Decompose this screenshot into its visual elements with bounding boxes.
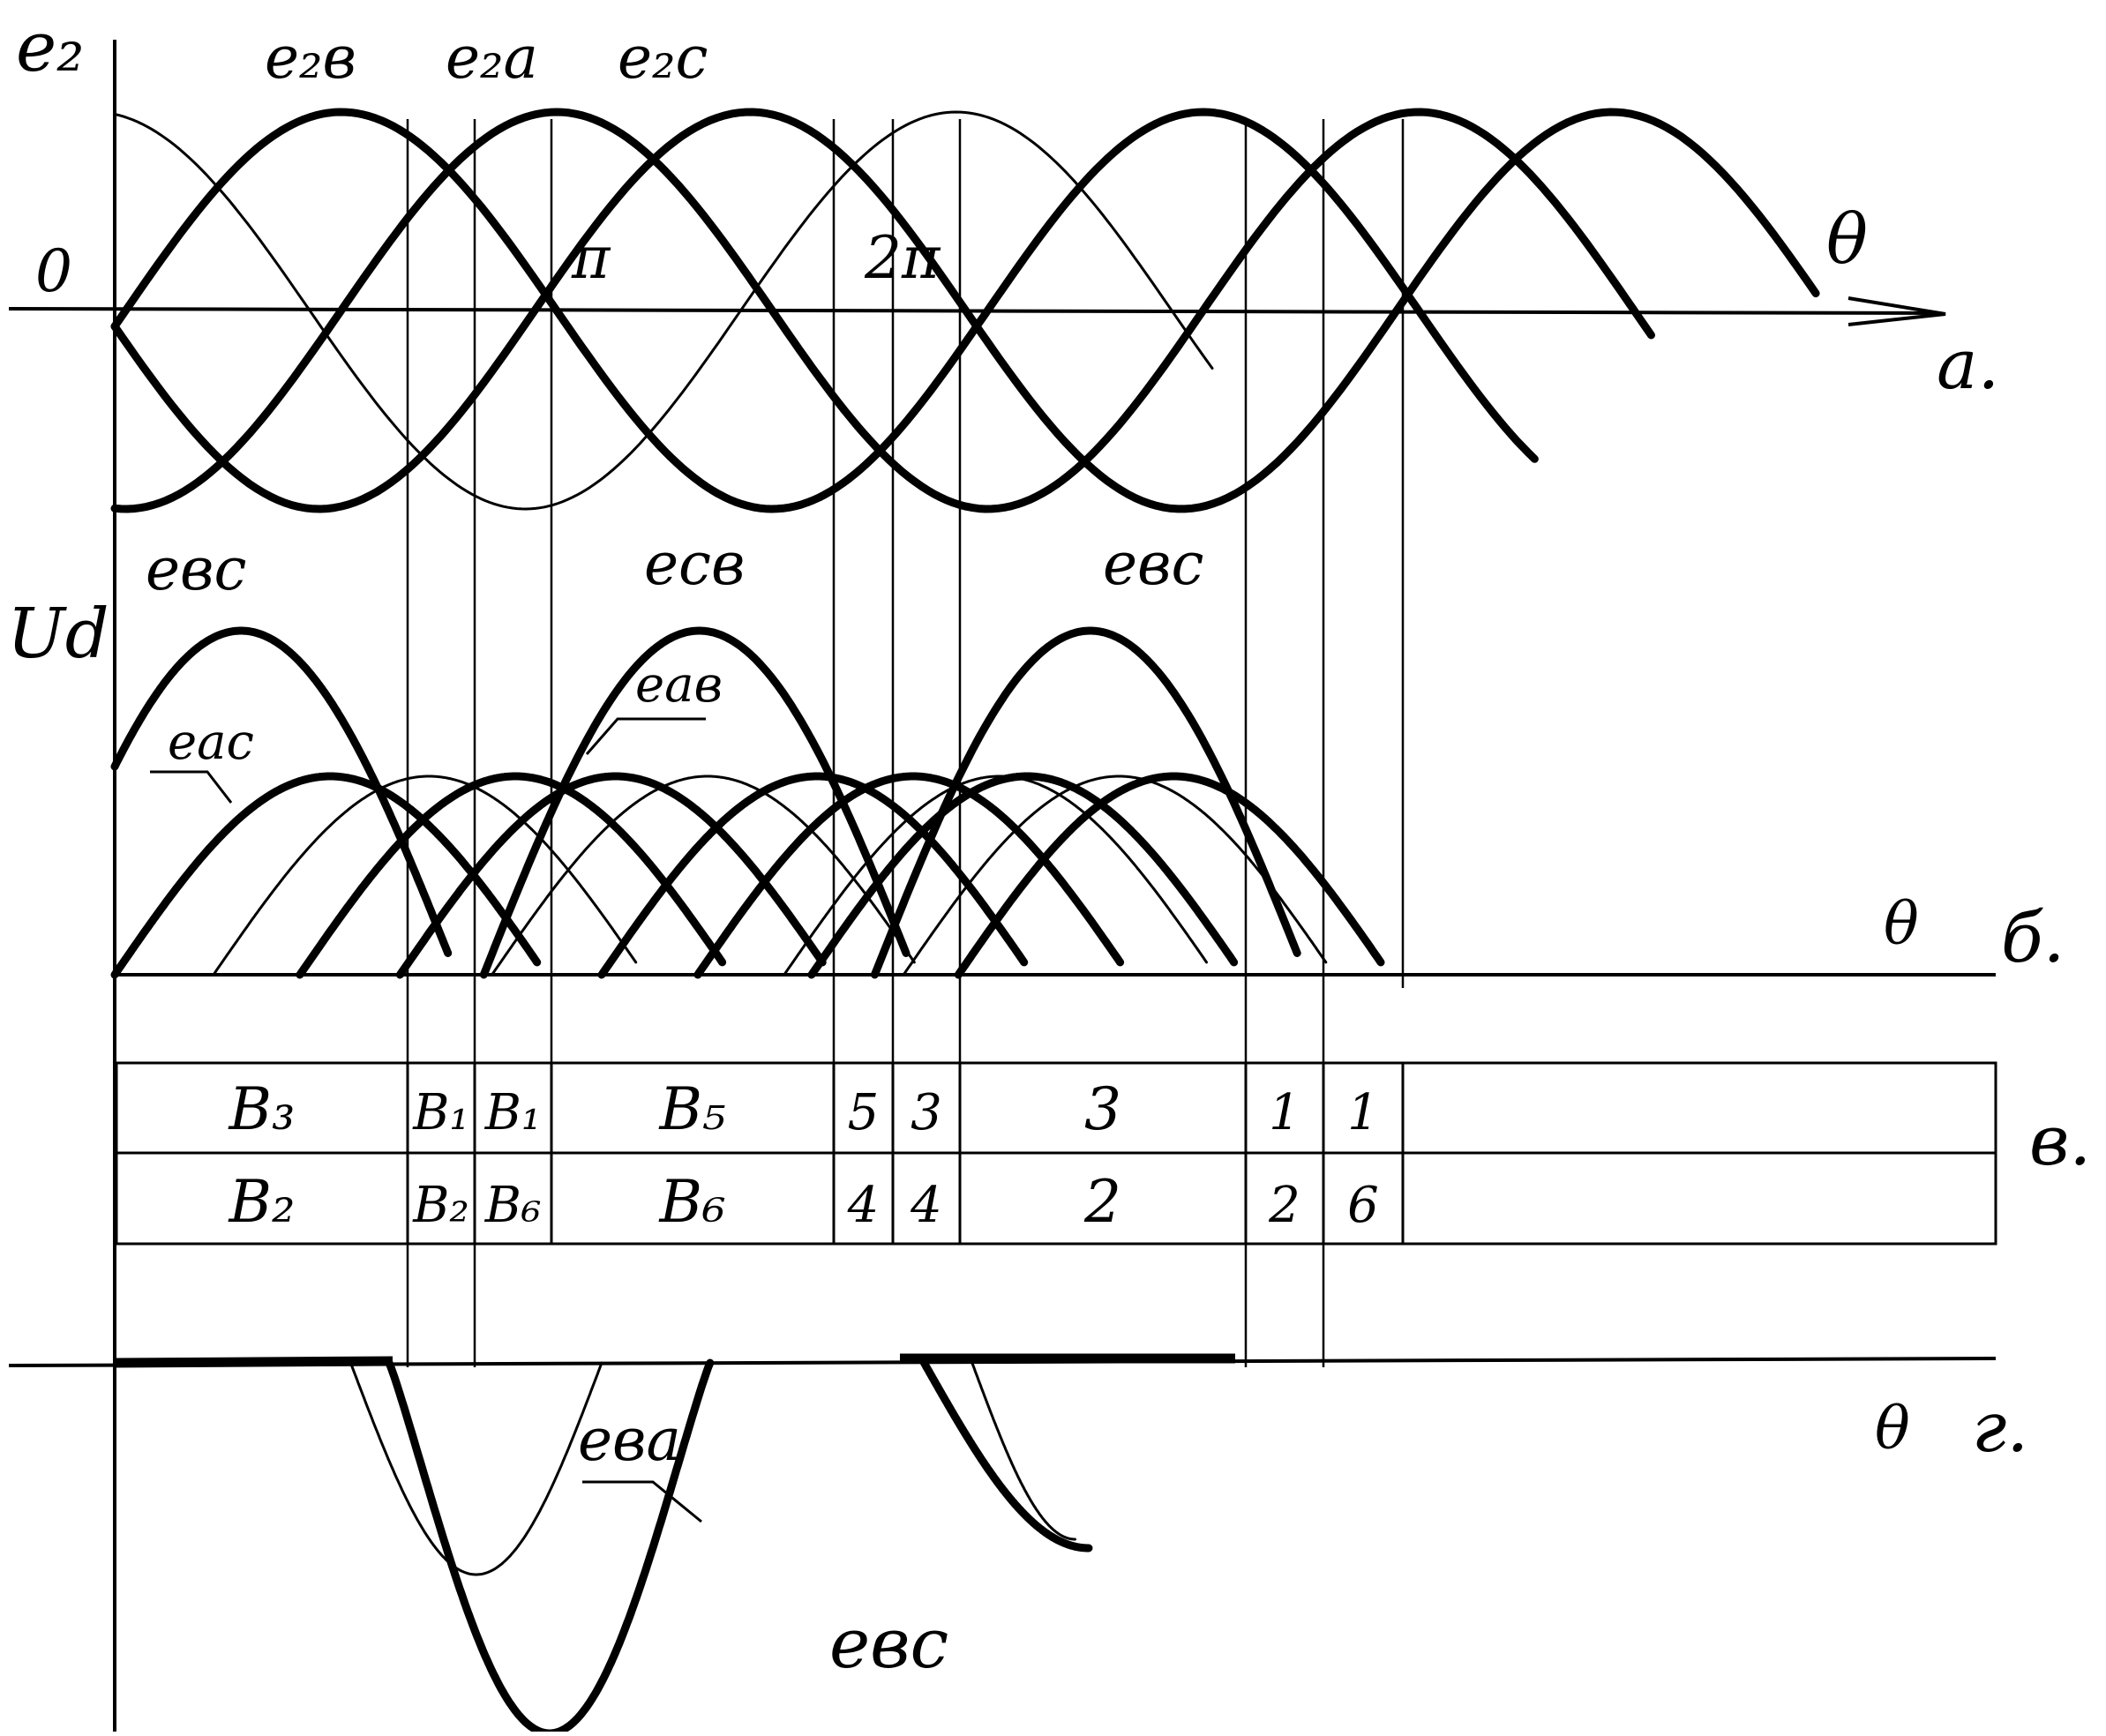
table-dividers <box>406 1063 1405 1244</box>
theta-axis-g <box>8 1357 1997 1367</box>
leader-eac <box>150 770 233 804</box>
table-top-cell-8: 1 <box>1269 1084 1300 1141</box>
theta-label-a: θ <box>1826 200 1868 280</box>
small-arch-2 <box>296 772 727 979</box>
label-ebc-right: eвc <box>1103 530 1203 598</box>
thin-arch-4 <box>902 774 1328 976</box>
small-arch-4 <box>597 772 1029 979</box>
table-top-cell-4: B₅ <box>659 1075 726 1143</box>
table-bottom-cell-9: 6 <box>1347 1177 1379 1234</box>
label-ebc-left: eвc <box>146 535 246 603</box>
theta-label-g: θ <box>1875 1395 1910 1463</box>
table-bottom-cell-4: B₆ <box>659 1168 726 1236</box>
table-bottom-cell-2: B₂ <box>412 1177 469 1234</box>
table-bottom-cell-3: B₆ <box>484 1177 542 1234</box>
table-top-cell-5: 5 <box>848 1084 880 1141</box>
thin-arch-1 <box>212 774 638 976</box>
label-eab: eaв <box>635 656 723 714</box>
label-e2b: e₂в <box>265 24 356 92</box>
valve-dip-eba <box>349 1361 603 1576</box>
small-arch-1 <box>110 772 542 979</box>
table-top-cell-1: B₃ <box>229 1075 296 1143</box>
label-eac: eac <box>168 714 254 771</box>
panel-letter-a: a. <box>1937 326 1999 405</box>
table-top-cell-6: 3 <box>911 1084 942 1141</box>
valve-tail-thin <box>971 1361 1076 1541</box>
panel-letter-b: б. <box>2001 899 2065 978</box>
small-arch-6 <box>807 772 1239 979</box>
thin-arch-2 <box>491 774 916 976</box>
label-ecb: ecв <box>644 530 745 598</box>
two-pi-label: 2π <box>864 224 941 292</box>
e2-axis-label: e₂ <box>16 8 84 87</box>
pi-label: π <box>571 224 611 292</box>
thin-arch-3 <box>783 774 1208 976</box>
table-bottom-cell-7: 2 <box>1083 1168 1121 1236</box>
reference-thin-curve <box>113 110 1214 511</box>
large-arch-2 <box>479 626 911 979</box>
valve-flat-1 <box>114 1356 393 1368</box>
phase-b-curve <box>110 108 1539 513</box>
small-arch-5 <box>693 772 1125 979</box>
label-ebc-bottom: eвc <box>829 1605 948 1684</box>
small-arch-3 <box>395 772 827 979</box>
ud-axis-label: Ud <box>7 595 109 674</box>
waveform-curves <box>110 108 1820 1736</box>
theta-axis-arrowhead <box>1847 296 1946 326</box>
table-top-cell-3: B₁ <box>484 1084 542 1141</box>
small-arch-7 <box>954 772 1385 979</box>
label-e2a: e₂a <box>446 24 538 92</box>
table-bottom-cell-6: 4 <box>910 1177 942 1234</box>
phase-a-curve <box>110 108 1655 513</box>
leader-eab <box>585 717 706 755</box>
label-eba: eвa <box>578 1406 681 1474</box>
theta-axis-a <box>8 307 1942 315</box>
label-e2c: e₂c <box>618 24 708 92</box>
table-bottom-cell-8: 2 <box>1268 1177 1300 1234</box>
table-top-cell-7: 3 <box>1084 1075 1121 1143</box>
table-top-cell-2: B₁ <box>412 1084 469 1141</box>
panel-letter-g: г. <box>1972 1388 2028 1468</box>
table-top-cell-9: 1 <box>1347 1084 1379 1141</box>
large-arch-1 <box>110 626 453 957</box>
zero-label: 0 <box>35 237 72 305</box>
panel-letter-v: в. <box>2029 1102 2091 1181</box>
table-bottom-cell-1: B₂ <box>229 1168 296 1236</box>
leader-eba <box>582 1480 702 1523</box>
valve-tail-heavy <box>919 1358 1093 1553</box>
theta-label-b: θ <box>1884 890 1919 958</box>
table-bottom-cell-5: 4 <box>847 1177 880 1234</box>
conduction-table <box>115 1061 1997 1246</box>
